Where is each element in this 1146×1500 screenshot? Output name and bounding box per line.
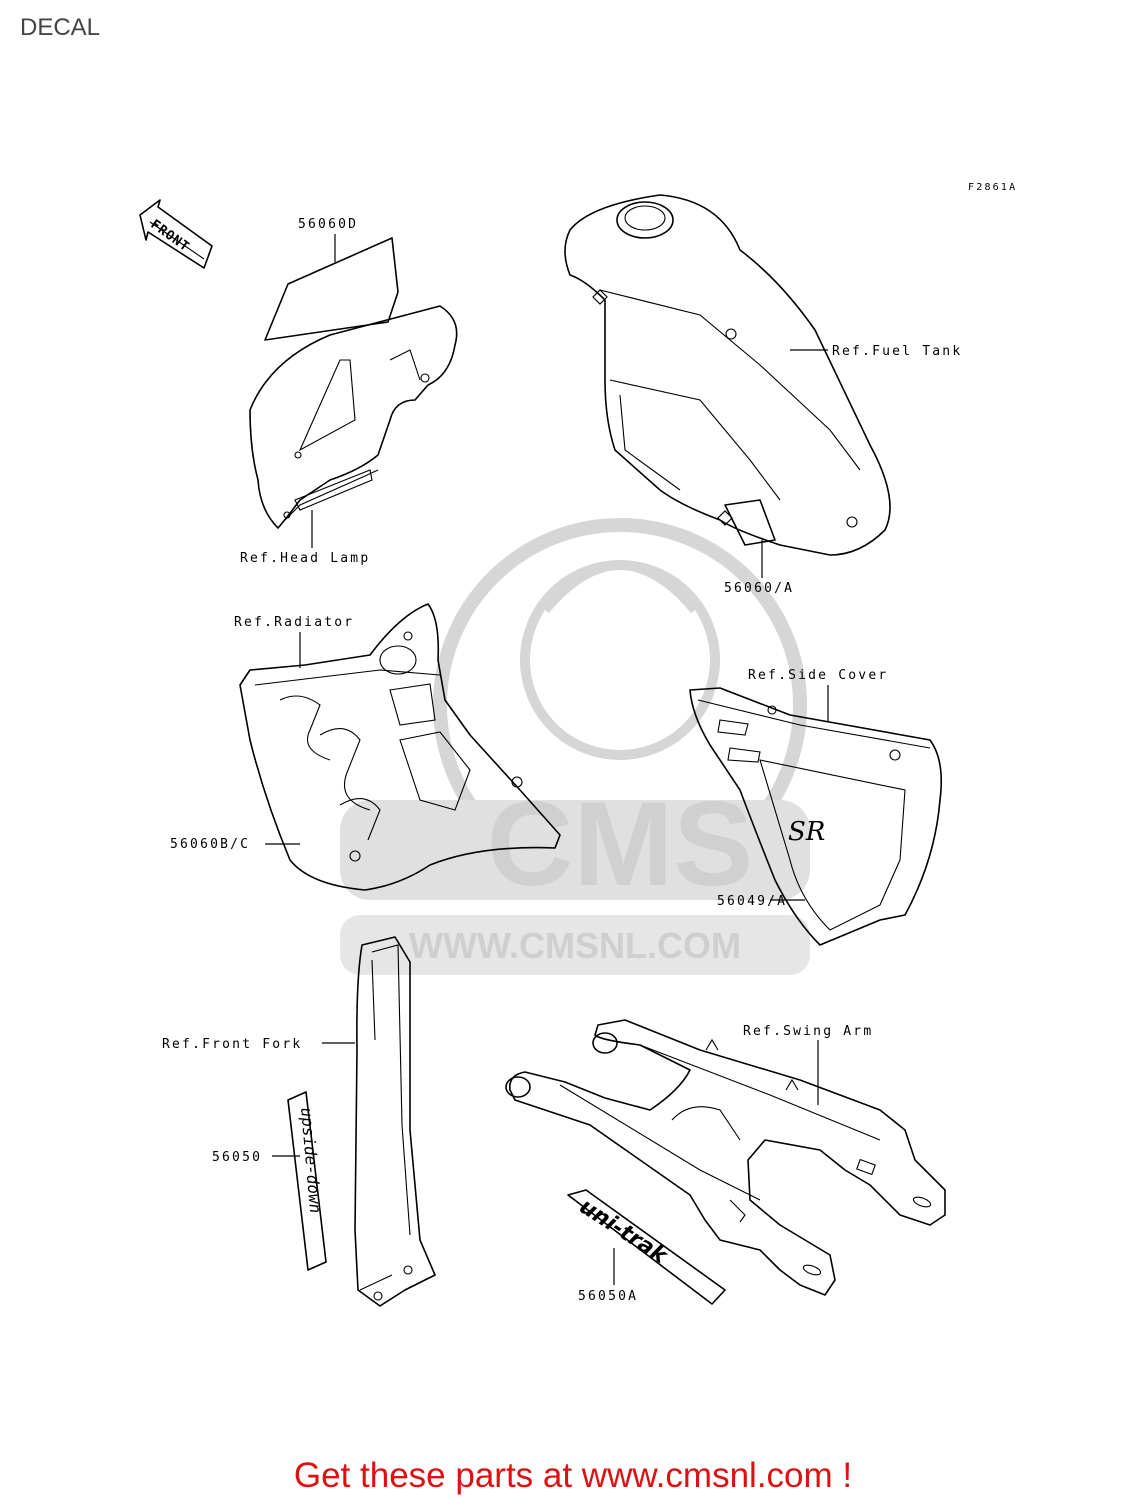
decal-56060D bbox=[264, 237, 399, 341]
side-cover-decal-text: SR bbox=[788, 817, 825, 847]
head-lamp-assembly bbox=[249, 237, 458, 529]
front-fork-guard bbox=[354, 936, 436, 1307]
watermark-url: WWW.CMSNL.COM bbox=[409, 925, 741, 966]
decal-56050A: uni-trak bbox=[567, 1189, 726, 1305]
radiator-shroud bbox=[239, 603, 561, 891]
head-lamp-cover bbox=[249, 305, 458, 529]
label-56050: 56050 bbox=[212, 1150, 262, 1165]
label-56050A: 56050A bbox=[578, 1289, 638, 1304]
figure-code: F2861A bbox=[968, 182, 1017, 193]
watermark-brand: CMS bbox=[487, 777, 754, 911]
decal-56060-A bbox=[724, 499, 776, 546]
label-front-fork: Ref.Front Fork bbox=[162, 1037, 302, 1052]
label-head-lamp: Ref.Head Lamp bbox=[240, 551, 370, 566]
label-56060-A: 56060/A bbox=[724, 581, 794, 596]
decal-56050: upside-down bbox=[287, 1091, 327, 1271]
fork-decal-text: upside-down bbox=[297, 1107, 325, 1214]
label-56060D: 56060D bbox=[298, 217, 358, 232]
page-title: DECAL bbox=[20, 14, 101, 41]
swing-arm bbox=[505, 1019, 946, 1296]
label-swing-arm: Ref.Swing Arm bbox=[743, 1024, 873, 1039]
footer-link-text[interactable]: Get these parts at www.cmsnl.com ! bbox=[293, 1456, 853, 1495]
label-radiator: Ref.Radiator bbox=[234, 615, 354, 630]
label-fuel-tank: Ref.Fuel Tank bbox=[832, 344, 962, 359]
front-arrow-icon: FRONT bbox=[139, 199, 213, 269]
side-cover: SR bbox=[689, 687, 943, 946]
swingarm-decal-text: uni-trak bbox=[575, 1194, 673, 1270]
watermark: CMS WWW.CMSNL.COM bbox=[340, 518, 810, 975]
fuel-tank bbox=[564, 194, 891, 556]
label-side-cover: Ref.Side Cover bbox=[748, 668, 888, 683]
label-56060B-C: 56060B/C bbox=[170, 837, 250, 852]
label-56049-A: 56049/A bbox=[717, 894, 787, 909]
